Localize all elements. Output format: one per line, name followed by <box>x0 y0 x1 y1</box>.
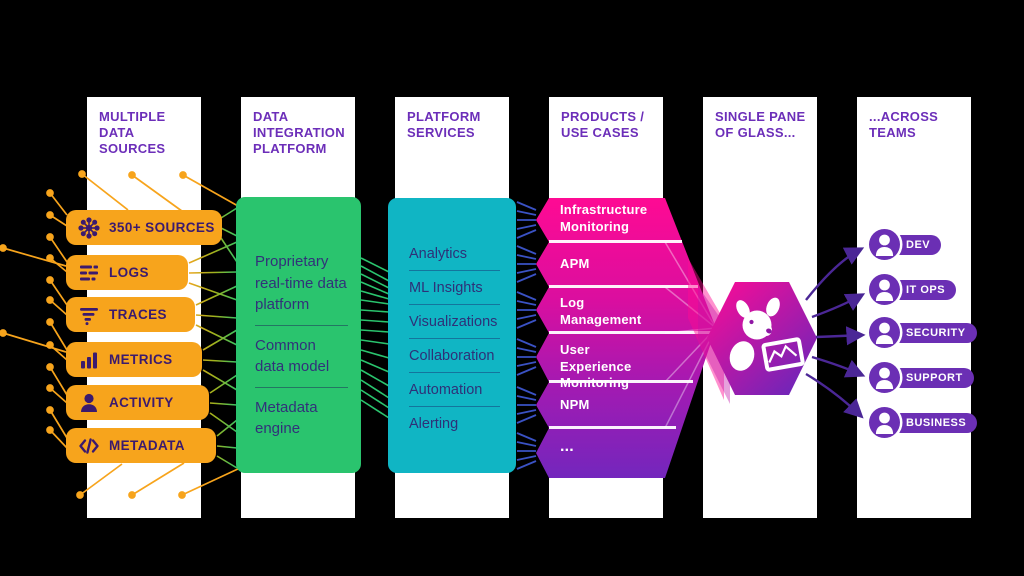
integration-item: Metadata engine <box>255 386 348 449</box>
integration-item: Common data model <box>255 324 348 387</box>
team-badge-it-ops: IT OPS <box>869 274 957 305</box>
product-label-infrastructure-monitoring: Infrastructure Monitoring <box>560 202 648 234</box>
person-icon <box>875 322 894 344</box>
team-avatar <box>869 274 900 305</box>
data-integration-platform-box: Proprietary real-time data platform Comm… <box>236 197 361 473</box>
product-label-npm: NPM <box>560 397 590 412</box>
service-item: ML Insights <box>409 270 500 304</box>
team-label: DEV <box>891 234 942 255</box>
product-label-apm: APM <box>560 256 590 271</box>
source-button-metrics: METRICS <box>66 342 202 377</box>
team-badge-support: SUPPORT <box>869 362 974 393</box>
platform-services-box: Analytics ML Insights Visualizations Col… <box>388 198 516 473</box>
service-item: Collaboration <box>409 338 500 372</box>
person-icon <box>875 367 894 389</box>
team-label: SECURITY <box>891 322 977 343</box>
service-item: Alerting <box>409 406 500 440</box>
source-button-logs: LOGS <box>66 255 188 290</box>
column-across-teams <box>857 97 971 518</box>
band-separator <box>549 380 693 383</box>
team-avatar <box>869 407 900 438</box>
team-label: BUSINESS <box>891 412 978 433</box>
header-multiple-data-sources: MULTIPLE DATA SOURCES <box>99 109 166 156</box>
team-avatar <box>869 362 900 393</box>
team-badge-security: SECURITY <box>869 317 977 348</box>
product-label-more: ... <box>560 438 574 455</box>
person-icon <box>875 279 894 301</box>
team-badge-business: BUSINESS <box>869 407 978 438</box>
source-button-metadata: METADATA <box>66 428 216 463</box>
person-icon <box>875 412 894 434</box>
bar-chart-icon <box>81 352 97 368</box>
source-button-label: TRACES <box>109 307 167 322</box>
header-single-pane-of-glass: SINGLE PANE OF GLASS... <box>715 109 806 140</box>
header-products-use-cases: PRODUCTS / USE CASES <box>561 109 645 140</box>
integration-item: Proprietary real-time data platform <box>255 253 347 313</box>
person-icon <box>875 234 894 256</box>
log-lines-icon <box>80 265 98 280</box>
team-label: SUPPORT <box>891 367 974 388</box>
header-platform-services: PLATFORM SERVICES <box>407 109 481 140</box>
product-label-user-experience-monitoring: User Experience Monitoring <box>560 342 632 390</box>
service-item: Automation <box>409 372 500 406</box>
product-label-log-management: Log Management <box>560 295 642 327</box>
trace-filter-icon <box>80 307 98 325</box>
source-button-label: METADATA <box>109 438 185 453</box>
integration-to-services-lines <box>360 257 390 419</box>
source-button-label: ACTIVITY <box>109 395 174 410</box>
band-separator <box>549 240 682 243</box>
service-item: Visualizations <box>409 304 500 338</box>
band-separator <box>549 426 676 429</box>
band-separator <box>549 285 698 288</box>
source-button-label: LOGS <box>109 265 149 280</box>
person-icon <box>81 393 97 412</box>
source-button-label: METRICS <box>109 352 173 367</box>
code-brackets-icon <box>79 437 99 454</box>
header-data-integration-platform: DATA INTEGRATION PLATFORM <box>253 109 345 156</box>
header-across-teams: ...ACROSS TEAMS <box>869 109 939 140</box>
band-separator <box>549 331 714 334</box>
products-band-stack <box>536 198 665 478</box>
products-funnel: Infrastructure Monitoring APM Log Manage… <box>528 196 728 488</box>
hub-network-icon <box>78 216 100 239</box>
service-item: Analytics <box>409 245 468 262</box>
source-button-350-sources: 350+ SOURCES <box>66 210 222 245</box>
team-badge-dev: DEV <box>869 229 942 260</box>
team-avatar <box>869 229 900 260</box>
team-avatar <box>869 317 900 348</box>
source-button-label: 350+ SOURCES <box>109 220 215 235</box>
source-button-activity: ACTIVITY <box>66 385 209 420</box>
source-button-traces: TRACES <box>66 297 195 332</box>
team-label: IT OPS <box>891 279 957 300</box>
